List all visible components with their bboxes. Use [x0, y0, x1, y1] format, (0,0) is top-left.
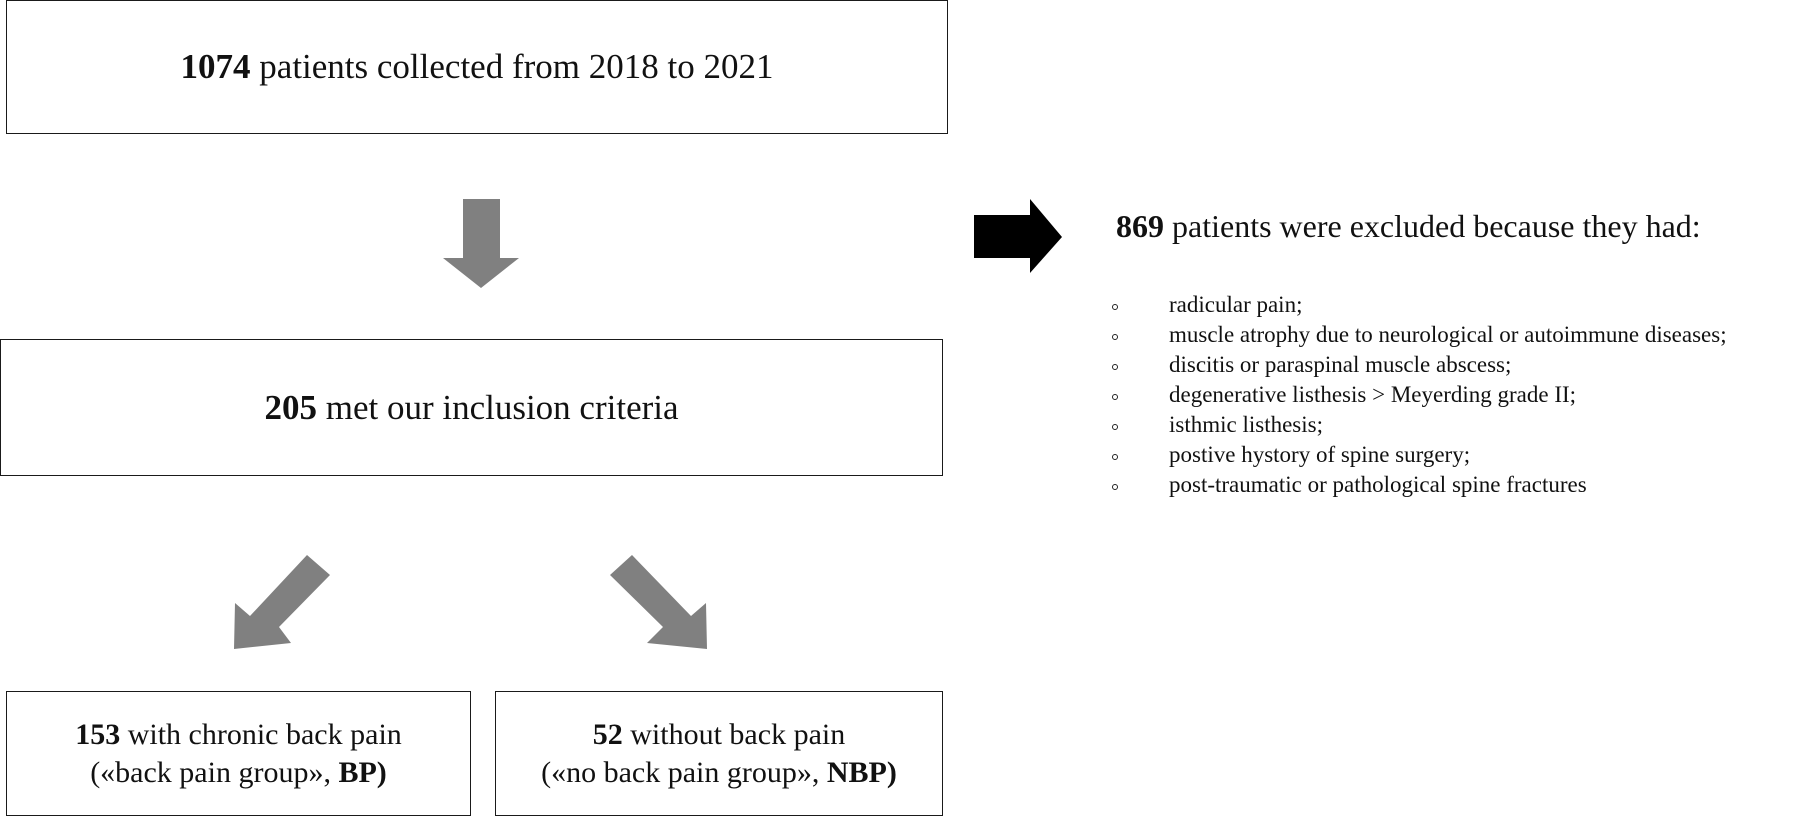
exclusion-item: isthmic listhesis;: [1112, 410, 1727, 440]
arrow-down-left-icon: [234, 555, 330, 649]
exclusion-item-text: radicular pain;: [1169, 292, 1303, 317]
total-patients-text: 1074 patients collected from 2018 to 202…: [181, 47, 774, 87]
no-back-pain-count: 52: [592, 717, 623, 751]
arrow-right-icon: [974, 199, 1062, 273]
exclusion-item-text: isthmic listhesis;: [1169, 412, 1323, 437]
back-pain-count: 153: [75, 717, 121, 751]
bullet-icon: [1112, 334, 1118, 340]
exclusion-item-text: postive hystory of spine surgery;: [1169, 442, 1471, 467]
exclusion-item-text: degenerative listhesis > Meyerding grade…: [1169, 382, 1577, 407]
exclusion-item: post-traumatic or pathological spine fra…: [1112, 470, 1727, 500]
bullet-icon: [1112, 394, 1118, 400]
exclusion-item-text: post-traumatic or pathological spine fra…: [1169, 472, 1587, 497]
total-patients-box: 1074 patients collected from 2018 to 202…: [6, 0, 948, 134]
exclusion-item-text: discitis or paraspinal muscle abscess;: [1169, 352, 1512, 377]
bullet-icon: [1112, 484, 1118, 490]
no-back-pain-label: without back pain: [630, 717, 846, 751]
arrow-down-icon: [443, 199, 519, 288]
no-back-pain-group-text: 52 without back pain («no back pain grou…: [541, 716, 897, 792]
no-back-pain-line-2: («no back pain group», NBP): [541, 754, 897, 792]
back-pain-label: with chronic back pain: [127, 717, 402, 751]
exclusion-item: postive hystory of spine surgery;: [1112, 440, 1727, 470]
back-pain-abbr: BP): [338, 755, 387, 789]
exclusion-heading: 869 patients were excluded because they …: [1116, 208, 1701, 245]
no-back-pain-line-1: 52 without back pain: [541, 716, 897, 754]
exclusion-item: discitis or paraspinal muscle abscess;: [1112, 350, 1727, 380]
no-back-pain-abbr: NBP): [826, 755, 897, 789]
no-back-pain-group-box: 52 without back pain («no back pain grou…: [495, 691, 943, 816]
back-pain-group-name: («back pain group»,: [90, 755, 339, 789]
bullet-icon: [1112, 424, 1118, 430]
total-patients-count: 1074: [180, 47, 251, 86]
back-pain-group-box: 153 with chronic back pain («back pain g…: [6, 691, 471, 816]
exclusion-label: patients were excluded because they had:: [1172, 208, 1701, 244]
back-pain-group-text: 153 with chronic back pain («back pain g…: [75, 716, 402, 792]
bullet-icon: [1112, 454, 1118, 460]
exclusion-item: radicular pain;: [1112, 290, 1727, 320]
inclusion-criteria-box: 205 met our inclusion criteria: [0, 339, 943, 476]
inclusion-label: met our inclusion criteria: [325, 387, 679, 427]
exclusion-count: 869: [1116, 208, 1164, 244]
inclusion-count: 205: [264, 387, 317, 427]
arrow-down-right-icon: [610, 555, 707, 649]
back-pain-line-1: 153 with chronic back pain: [75, 716, 402, 754]
exclusion-item: muscle atrophy due to neurological or au…: [1112, 320, 1727, 350]
inclusion-criteria-text: 205 met our inclusion criteria: [264, 388, 678, 428]
exclusion-item-text: muscle atrophy due to neurological or au…: [1169, 322, 1727, 347]
no-back-pain-group-name: («no back pain group»,: [541, 755, 827, 789]
exclusion-list: radicular pain; muscle atrophy due to ne…: [1112, 290, 1727, 500]
total-patients-label: patients collected from 2018 to 2021: [259, 47, 774, 86]
bullet-icon: [1112, 364, 1118, 370]
back-pain-line-2: («back pain group», BP): [75, 754, 402, 792]
bullet-icon: [1112, 304, 1118, 310]
exclusion-item: degenerative listhesis > Meyerding grade…: [1112, 380, 1727, 410]
